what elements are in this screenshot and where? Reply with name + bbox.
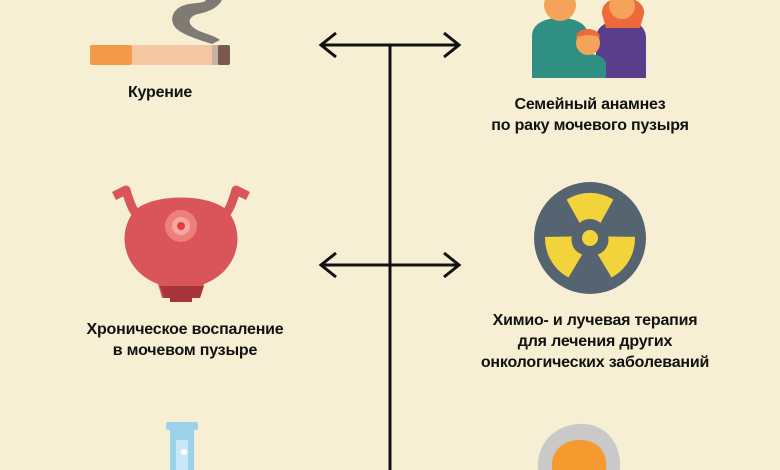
middle-double-arrow: [318, 251, 462, 279]
chronic-inflammation-label: Хроническое воспаление в мочевом пузыре: [60, 319, 310, 361]
top-double-arrow: [318, 31, 462, 59]
chronic-inflammation-line-2: в мочевом пузыре: [112, 342, 258, 359]
family-history-label: Семейный анамнез по раку мочевого пузыря: [460, 94, 720, 136]
family-history-line-2: по раку мочевого пузыря: [491, 117, 689, 134]
smoking-label: Курение: [127, 84, 193, 101]
chemo-radiation-line-1: Химио- и лучевая терапия: [492, 312, 698, 329]
family-history-line-1: Семейный анамнез: [514, 96, 666, 113]
chronic-inflammation-line-1: Хроническое воспаление: [86, 321, 284, 338]
chemo-radiation-line-3: онкологических заболеваний: [480, 354, 710, 371]
chemo-radiation-line-2: для лечения других: [517, 333, 673, 350]
chemo-radiation-label: Химио- и лучевая терапия для лечения дру…: [460, 310, 730, 373]
